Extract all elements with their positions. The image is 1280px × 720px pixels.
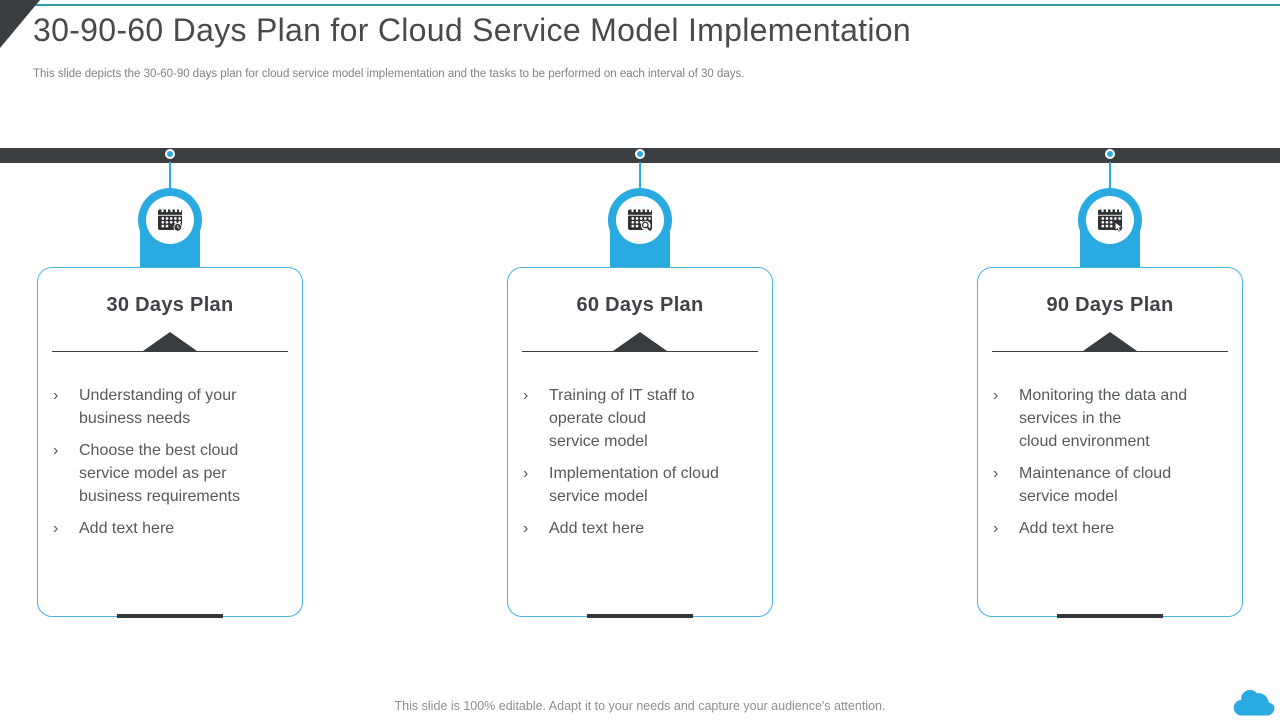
separator-triangle bbox=[143, 332, 197, 351]
footer-note: This slide is 100% editable. Adapt it to… bbox=[394, 699, 886, 713]
calendar-clock-icon bbox=[158, 209, 183, 232]
timeline-connector bbox=[639, 162, 641, 189]
plan-card-90: 90 Days Plan › Monitoring the data and s… bbox=[977, 267, 1243, 618]
bullet-marker: › bbox=[53, 442, 59, 459]
timeline-connector bbox=[169, 162, 171, 189]
column-60-days: 60 Days Plan › Training of IT staff to o… bbox=[507, 148, 773, 628]
top-accent-line bbox=[0, 4, 1280, 6]
pin-icon-holder bbox=[1086, 196, 1134, 244]
bullet-list: › Training of IT staff to operate cloud … bbox=[521, 384, 762, 540]
calendar-search-icon bbox=[628, 209, 652, 231]
bullet-marker: › bbox=[523, 520, 529, 537]
card-bottom-accent bbox=[1057, 614, 1163, 618]
separator-line bbox=[992, 351, 1228, 352]
corner-triangle-decoration bbox=[0, 0, 40, 48]
bullet-text: Understanding of your business needs bbox=[79, 387, 237, 427]
title-separator bbox=[992, 332, 1228, 352]
card-bottom-accent bbox=[117, 614, 223, 618]
title-separator bbox=[52, 332, 288, 352]
cloud-logo-icon bbox=[1233, 689, 1275, 716]
separator-triangle bbox=[613, 332, 667, 351]
bullet-list: › Monitoring the data and services in th… bbox=[991, 384, 1232, 540]
timeline-connector bbox=[1109, 162, 1111, 189]
timeline-dot bbox=[635, 149, 645, 159]
card-title: 60 Days Plan bbox=[576, 294, 704, 316]
title-separator bbox=[522, 332, 758, 352]
card-title: 90 Days Plan bbox=[1046, 294, 1174, 316]
plan-card-30: 30 Days Plan › Understanding of your bus… bbox=[37, 267, 303, 618]
bullet-text: Maintenance of cloud service model bbox=[1019, 465, 1172, 505]
card-bottom-accent bbox=[587, 614, 693, 618]
bullet-marker: › bbox=[53, 387, 59, 404]
separator-line bbox=[522, 351, 758, 352]
card-title: 30 Days Plan bbox=[106, 294, 234, 316]
list-item: › Add text here bbox=[521, 517, 762, 540]
plan-card-60: 60 Days Plan › Training of IT staff to o… bbox=[507, 267, 773, 618]
separator-triangle bbox=[1083, 332, 1137, 351]
bullet-text: Implementation of cloud service model bbox=[549, 465, 719, 505]
column-30-days: 30 Days Plan › Understanding of your bus… bbox=[37, 148, 303, 628]
calendar-pointer-icon bbox=[1098, 209, 1123, 232]
bullet-marker: › bbox=[993, 387, 999, 404]
separator-line bbox=[52, 351, 288, 352]
add-text-placeholder[interactable]: Add text here bbox=[79, 520, 175, 537]
bullet-marker: › bbox=[53, 520, 59, 537]
bullet-marker: › bbox=[523, 387, 529, 404]
bullet-text: Monitoring the data and services in the … bbox=[1019, 387, 1188, 450]
timeline-dot bbox=[1105, 149, 1115, 159]
list-item: › Add text here bbox=[991, 517, 1232, 540]
pin-icon-holder bbox=[146, 196, 194, 244]
bullet-marker: › bbox=[993, 465, 999, 482]
list-item: › Monitoring the data and services in th… bbox=[991, 384, 1232, 453]
bullet-text: Training of IT staff to operate cloud se… bbox=[549, 387, 695, 450]
bullet-marker: › bbox=[523, 465, 529, 482]
add-text-placeholder[interactable]: Add text here bbox=[549, 520, 645, 537]
bullet-text: Choose the best cloud service model as p… bbox=[79, 442, 240, 505]
list-item: › Implementation of cloud service model bbox=[521, 462, 762, 508]
slide-title: 30-90-60 Days Plan for Cloud Service Mod… bbox=[33, 12, 911, 48]
timeline-dot bbox=[165, 149, 175, 159]
column-90-days: 90 Days Plan › Monitoring the data and s… bbox=[977, 148, 1243, 628]
add-text-placeholder[interactable]: Add text here bbox=[1019, 520, 1115, 537]
list-item: › Maintenance of cloud service model bbox=[991, 462, 1232, 508]
list-item: › Choose the best cloud service model as… bbox=[51, 439, 292, 508]
list-item: › Understanding of your business needs bbox=[51, 384, 292, 430]
list-item: › Training of IT staff to operate cloud … bbox=[521, 384, 762, 453]
pin-icon-holder bbox=[616, 196, 664, 244]
list-item: › Add text here bbox=[51, 517, 292, 540]
slide-subtitle: This slide depicts the 30-60-90 days pla… bbox=[33, 68, 745, 80]
bullet-list: › Understanding of your business needs ›… bbox=[51, 384, 292, 540]
bullet-marker: › bbox=[993, 520, 999, 537]
